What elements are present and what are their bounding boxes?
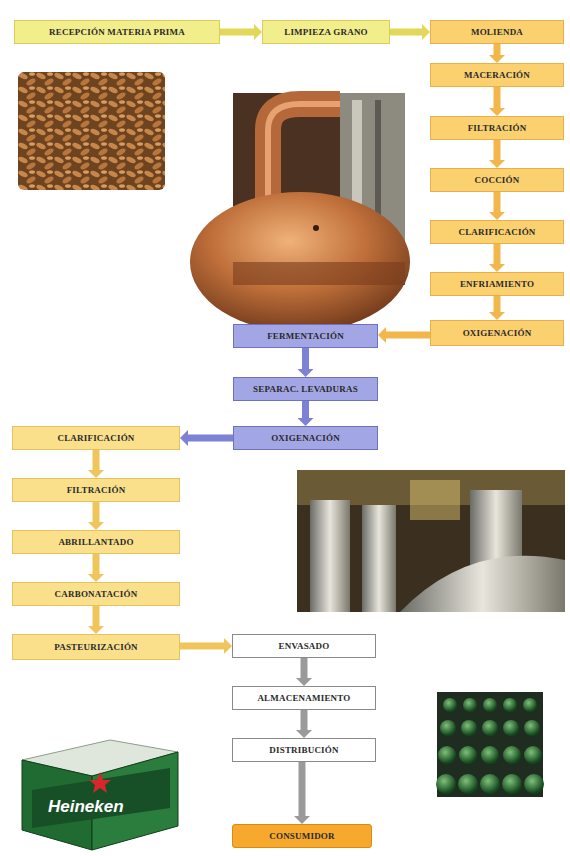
process-box: ENFRIAMIENTO (430, 272, 564, 296)
process-box: CLARIFICACIÓN (12, 426, 180, 450)
brand-label: Heineken (48, 797, 124, 817)
brewery-photo (297, 470, 565, 612)
flow-arrow (88, 450, 104, 478)
flow-arrow (180, 430, 233, 446)
process-box: ABRILLANTADO (12, 530, 180, 554)
step-label: CLARIFICACIÓN (57, 433, 134, 443)
kettle-photo (190, 93, 410, 332)
process-box: MOLIENDA (430, 20, 564, 44)
process-box: ENVASADO (232, 634, 376, 658)
process-box: CLARIFICACIÓN (430, 220, 564, 244)
process-box: COCCIÓN (430, 168, 564, 192)
flow-arrow (489, 192, 505, 220)
step-label: ABRILLANTADO (58, 537, 133, 547)
flow-arrow (298, 348, 314, 377)
flow-arrow (489, 140, 505, 168)
step-label: CARBONATACIÓN (55, 589, 138, 599)
flow-arrow (88, 554, 104, 582)
process-box: MACERACIÓN (430, 63, 564, 87)
step-label: ALMACENAMIENTO (257, 693, 350, 703)
step-label: DISTRIBUCIÓN (269, 745, 338, 755)
step-label: SEPARAC. LEVADURAS (253, 384, 358, 394)
flow-arrow (489, 87, 505, 116)
flow-arrow (294, 762, 310, 824)
flow-arrow (489, 296, 505, 320)
flow-arrow (296, 710, 312, 738)
step-label: MOLIENDA (471, 27, 523, 37)
flow-arrow (298, 401, 314, 426)
bottles-photo (436, 692, 544, 797)
process-box: RECEPCIÓN MATERIA PRIMA (14, 20, 220, 44)
process-box: PASTEURIZACIÓN (12, 634, 180, 660)
step-label: RECEPCIÓN MATERIA PRIMA (49, 27, 185, 37)
flow-arrow (378, 327, 430, 343)
flow-arrow (489, 44, 505, 63)
flow-arrow (220, 24, 262, 40)
step-label: MACERACIÓN (464, 70, 530, 80)
flow-arrow (88, 606, 104, 634)
flow-arrow (296, 658, 312, 686)
step-label: FILTRACIÓN (67, 485, 126, 495)
step-label: ENFRIAMIENTO (460, 279, 534, 289)
step-label: PASTEURIZACIÓN (54, 642, 138, 652)
process-box: FILTRACIÓN (12, 478, 180, 502)
step-label: OXIGENACIÓN (271, 433, 340, 443)
step-label: FERMENTACIÓN (267, 331, 344, 341)
process-box: ALMACENAMIENTO (232, 686, 376, 710)
step-label: CLARIFICACIÓN (458, 227, 535, 237)
process-box: OXIGENACIÓN (233, 426, 378, 450)
step-label: LIMPIEZA GRANO (284, 27, 368, 37)
step-label: COCCIÓN (475, 175, 520, 185)
process-box: DISTRIBUCIÓN (232, 738, 376, 762)
flow-arrow (180, 638, 232, 654)
beer-case (22, 740, 178, 850)
process-box: LIMPIEZA GRANO (262, 20, 390, 44)
process-box: OXIGENACIÓN (430, 320, 564, 346)
process-box: SEPARAC. LEVADURAS (233, 377, 378, 401)
step-label: FILTRACIÓN (468, 123, 527, 133)
process-box: CONSUMIDOR (232, 824, 372, 848)
process-box: FILTRACIÓN (430, 116, 564, 140)
flow-arrow (88, 502, 104, 530)
process-box: CARBONATACIÓN (12, 582, 180, 606)
malt-photo (18, 72, 165, 190)
step-label: ENVASADO (279, 641, 330, 651)
step-label: CONSUMIDOR (269, 831, 335, 841)
step-label: OXIGENACIÓN (463, 328, 532, 338)
process-box: FERMENTACIÓN (233, 324, 378, 348)
flow-arrow (390, 24, 430, 40)
flow-arrow (489, 244, 505, 272)
